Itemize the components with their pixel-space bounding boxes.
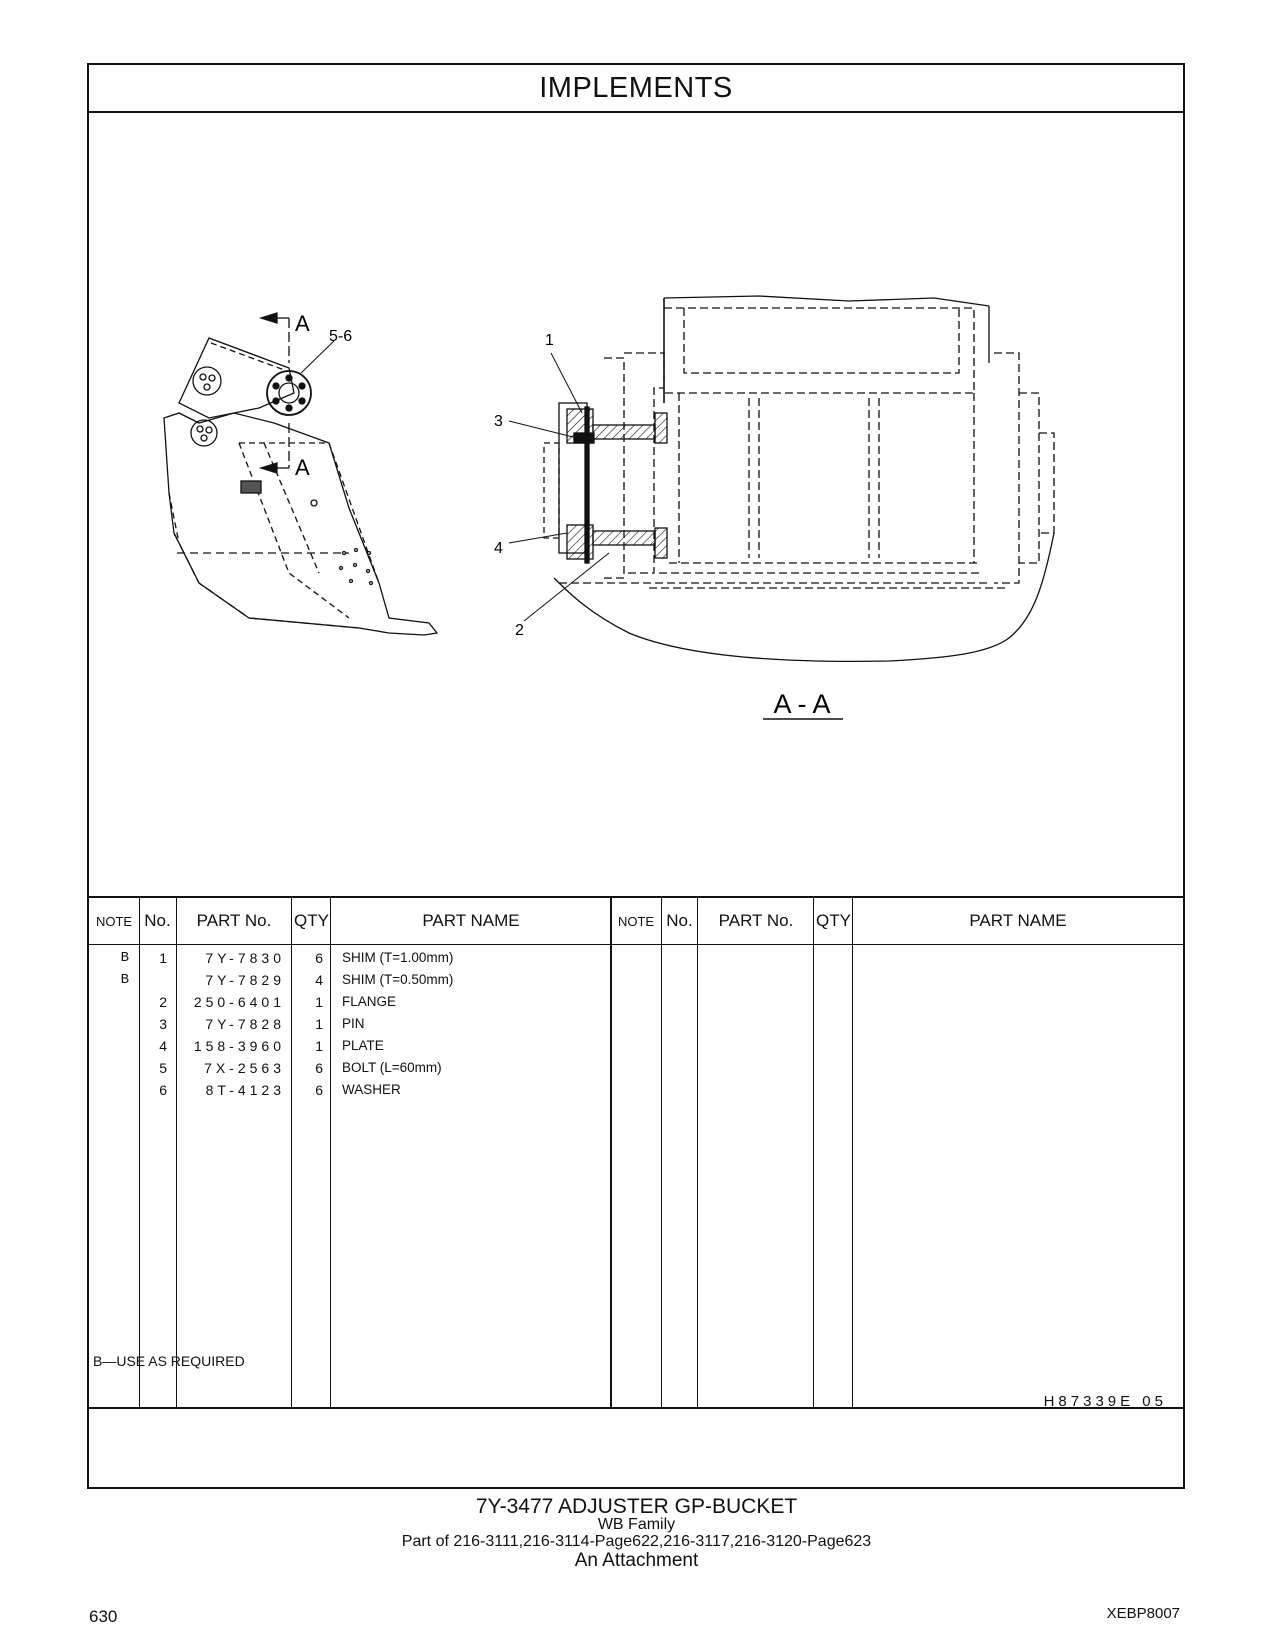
col-partname-left: PART NAME [422,911,520,930]
row-no: 2 [159,994,167,1010]
callout-2: 2 [515,622,524,639]
row-part-name: SHIM (T=1.00mm) [342,950,454,965]
caption-attachment: An Attachment [574,1550,699,1571]
row-qty: 6 [315,1060,323,1076]
column-divider [813,898,814,1407]
row-part-no: 7Y-7830 [205,950,285,966]
row-part-name: WASHER [342,1082,401,1097]
table-row: 5 7X-2563 6 BOLT (L=60mm) [89,1058,637,1080]
drawing-code: H87339E 05 [1043,1393,1167,1410]
row-no: 1 [159,950,167,966]
col-note-left: NOTE [95,913,133,929]
column-divider [697,898,698,1407]
table-row: 6 8T-4123 6 WASHER [89,1080,637,1102]
column-divider [176,898,177,1407]
row-qty: 6 [315,950,323,966]
column-divider [610,898,612,1407]
col-qty-right: QTY [816,911,851,930]
callout-3: 3 [494,413,503,430]
section-aa-view [543,295,1055,663]
row-part-name: SHIM (T=0.50mm) [342,972,454,987]
page-frame: IMPLEMENTS [87,63,1185,1489]
col-partno-left: PART No. [196,911,272,930]
table-row: B 1 7Y-7830 6 SHIM (T=1.00mm) [89,948,637,970]
column-divider [139,898,140,1407]
row-note: B [120,972,129,988]
col-partno-right: PART No. [718,911,794,930]
header-divider [89,944,1183,945]
row-no: 6 [159,1082,167,1098]
row-note: B [120,950,129,966]
row-part-no: 250-6401 [193,994,285,1010]
row-part-name: BOLT (L=60mm) [342,1060,442,1075]
row-part-name: PIN [342,1016,365,1031]
table-row: 4 158-3960 1 PLATE [89,1036,637,1058]
row-qty: 1 [315,1016,323,1032]
caption-title: 7Y-3477 ADJUSTER GP-BUCKET [475,1495,798,1518]
row-no: 4 [159,1038,167,1054]
diagram-svg: A A 5-6 [163,295,1055,720]
col-no-right: No. [666,911,693,930]
bucket-side-view [163,312,439,636]
callout-1: 1 [545,332,554,349]
col-qty-left: QTY [294,911,329,930]
document-code: XEBP8007 [1106,1605,1180,1622]
table-row: 3 7Y-7828 1 PIN [89,1014,637,1036]
row-qty: 6 [315,1082,323,1098]
row-no: 5 [159,1060,167,1076]
callout-5-6: 5-6 [329,328,352,345]
col-no-left: No. [144,911,171,930]
parts-table: NOTE No. PART No. QTY PART NAME NOTE No.… [89,896,1183,1409]
caption-family: WB Family [597,1516,676,1533]
column-divider [330,898,331,1407]
row-part-no: 7Y-7829 [205,972,285,988]
row-no: 3 [159,1016,167,1032]
page-title: IMPLEMENTS [89,65,1183,113]
footnote: B—USE AS REQUIRED [93,1353,245,1369]
row-qty: 4 [315,972,323,988]
table-row: B 7Y-7829 4 SHIM (T=0.50mm) [89,970,637,992]
row-part-name: FLANGE [342,994,397,1009]
row-qty: 1 [315,994,323,1010]
row-qty: 1 [315,1038,323,1054]
section-marker-top: A [295,311,310,336]
col-partname-right: PART NAME [969,911,1067,930]
caption-part-of: Part of 216-3111,216-3114-Page622,216-31… [401,1533,872,1550]
page-number: 630 [89,1607,118,1626]
column-divider [291,898,292,1407]
row-part-no: 7Y-7828 [205,1016,285,1032]
column-divider [852,898,853,1407]
row-part-no: 158-3960 [193,1038,285,1054]
row-part-no: 8T-4123 [205,1082,285,1098]
row-part-name: PLATE [342,1038,384,1053]
parts-diagram: A A 5-6 [89,113,1183,896]
column-divider [661,898,662,1407]
row-part-no: 7X-2563 [204,1060,285,1076]
section-marker-bottom: A [295,455,310,480]
callout-leaders [508,352,610,622]
table-row: 2 250-6401 1 FLANGE [89,992,637,1014]
col-note-right: NOTE [617,913,655,929]
callout-4: 4 [494,540,503,557]
section-label: A - A [773,689,830,719]
